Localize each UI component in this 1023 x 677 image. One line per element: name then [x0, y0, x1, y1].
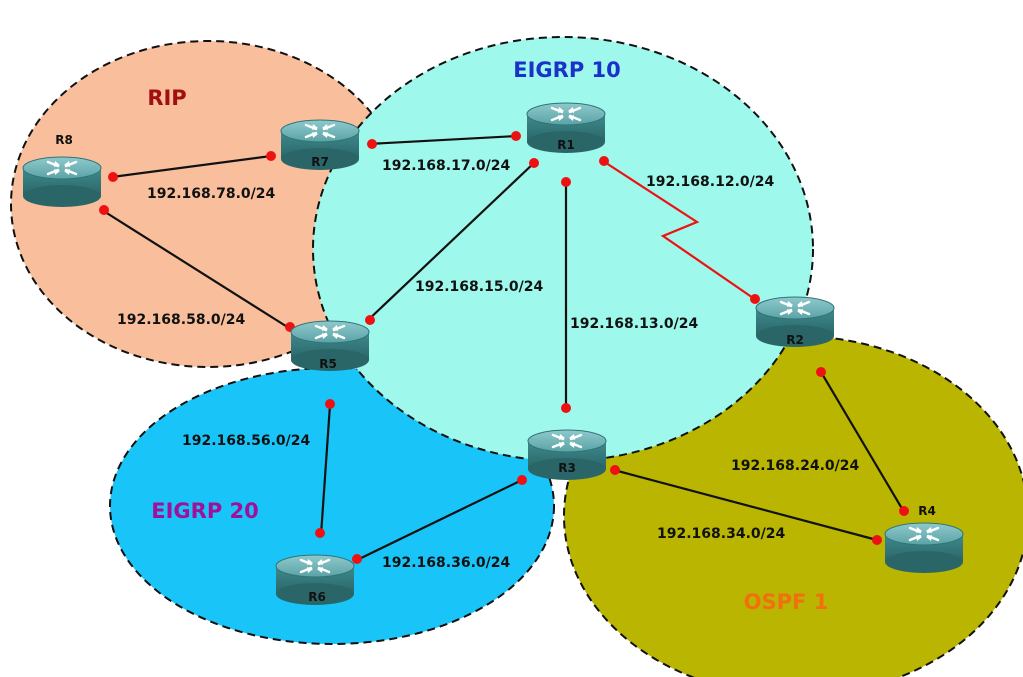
subnet-label-r3-r4: 192.168.34.0/24 — [657, 526, 785, 542]
interface-dot — [610, 465, 620, 475]
interface-dot — [99, 205, 109, 215]
interface-dot — [325, 399, 335, 409]
interface-dot — [816, 367, 826, 377]
link-r8-r7 — [111, 154, 272, 179]
interface-dot — [561, 403, 571, 413]
interface-dot — [599, 156, 609, 166]
ospf1-area-label: OSPF 1 — [744, 590, 829, 614]
link-r7-r1 — [367, 134, 518, 146]
router-r5-label: R5 — [319, 357, 337, 371]
link-r5-r6 — [319, 404, 332, 536]
interface-dot — [529, 158, 539, 168]
interface-dot — [266, 151, 276, 161]
router-r2-label: R2 — [786, 333, 804, 347]
router-r2[interactable]: R2 — [754, 295, 836, 349]
router-r7-label: R7 — [311, 155, 329, 169]
router-r3[interactable]: R3 — [526, 428, 608, 482]
eigrp10-area-label: EIGRP 10 — [513, 58, 621, 82]
subnet-label-r8-r5: 192.168.58.0/24 — [117, 312, 245, 328]
router-r8[interactable]: R8 — [21, 133, 103, 209]
interface-dot — [108, 172, 118, 182]
subnet-label-r2-r4: 192.168.24.0/24 — [731, 458, 859, 474]
subnet-label-r7-r1: 192.168.17.0/24 — [382, 158, 510, 174]
router-r1-label: R1 — [557, 138, 575, 152]
interface-dot — [517, 475, 527, 485]
interface-dot — [367, 139, 377, 149]
subnet-label-r6-r3: 192.168.36.0/24 — [382, 555, 510, 571]
eigrp20-area-label: EIGRP 20 — [151, 499, 259, 523]
router-r3-label: R3 — [558, 461, 576, 475]
router-r6[interactable]: R6 — [274, 553, 356, 607]
rip-area-label: RIP — [147, 86, 186, 110]
link-r2-r4 — [820, 371, 905, 513]
link-r8-r5 — [101, 209, 290, 329]
interface-dot — [899, 506, 909, 516]
subnet-label-r5-r6: 192.168.56.0/24 — [182, 433, 310, 449]
router-r1[interactable]: R1 — [525, 101, 607, 155]
router-r6-label: R6 — [308, 590, 326, 604]
link-r3-r4 — [613, 468, 878, 542]
router-icon — [21, 155, 103, 209]
router-r4-label: R4 — [918, 504, 936, 518]
interface-dot — [352, 554, 362, 564]
subnet-label-r1-r5: 192.168.15.0/24 — [415, 279, 543, 295]
interface-dot — [561, 177, 571, 187]
interface-dot — [365, 315, 375, 325]
link-r6-r3 — [356, 479, 523, 561]
link-r1-r2-serial — [602, 160, 757, 301]
interface-dot — [315, 528, 325, 538]
subnet-label-r8-r7: 192.168.78.0/24 — [147, 186, 275, 202]
eigrp10-area — [312, 36, 814, 462]
subnet-label-r1-r2: 192.168.12.0/24 — [646, 174, 774, 190]
interface-dot — [872, 535, 882, 545]
interface-dots — [99, 131, 909, 564]
router-r4[interactable]: R4 — [883, 504, 965, 575]
router-icon — [883, 521, 965, 575]
router-r5[interactable]: R5 — [289, 319, 371, 373]
router-r7[interactable]: R7 — [279, 118, 361, 172]
interface-dot — [511, 131, 521, 141]
router-r8-label: R8 — [55, 133, 73, 147]
interface-dot — [750, 294, 760, 304]
link-r1-r5 — [365, 161, 536, 323]
subnet-label-r1-r3: 192.168.13.0/24 — [570, 316, 698, 332]
